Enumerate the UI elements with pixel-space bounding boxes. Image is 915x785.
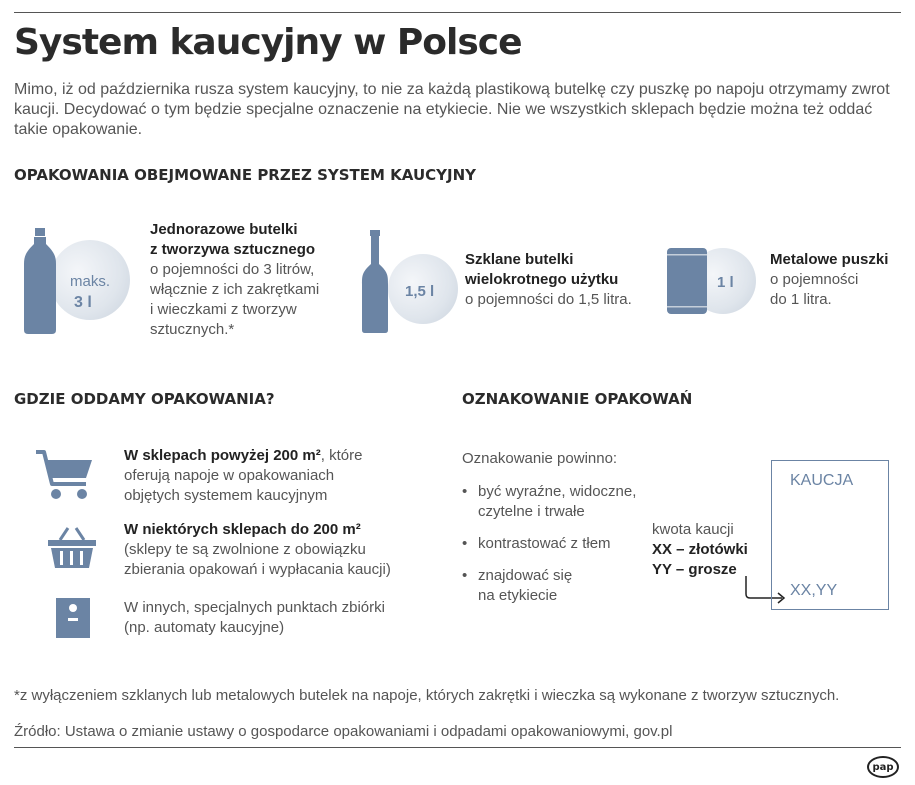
marking-lead: Oznakowanie powinno: (462, 450, 618, 467)
arrow-right-icon (745, 576, 786, 604)
glass-badge-value: 1,5 l (405, 283, 435, 300)
can-desc-line2: do 1 litra. (770, 291, 832, 308)
plastic-title-line1: Jednorazowe butelki (150, 221, 298, 238)
plastic-badge-value: 3 l (74, 294, 92, 311)
plastic-bottle-icon (24, 228, 56, 334)
deposit-label-box (771, 460, 889, 610)
plastic-desc-line2: włącznie z ich zakrętkami (150, 281, 320, 298)
marking-bullet3-line1: znajdować się (478, 567, 573, 584)
page-title: System kaucyjny w Polsce (14, 22, 523, 63)
glass-description: Szklane butelki wielokrotnego użytku o p… (465, 250, 632, 310)
can-desc-line1: o pojemności (770, 271, 859, 288)
where-item3-line1: W innych, specjalnych punktach zbiórki (124, 599, 385, 616)
deposit-label-title: KAUCJA (790, 472, 854, 489)
marking-bullet1-line1: być wyraźne, widoczne, (478, 483, 637, 500)
where-item-large-stores: W sklepach powyżej 200 m², które oferują… (124, 446, 362, 506)
shopping-basket-icon (48, 527, 96, 568)
top-rule (14, 12, 901, 13)
glass-desc-line1: o pojemności do 1,5 litra. (465, 291, 632, 308)
amount-yy: YY – grosze (652, 561, 737, 578)
where-item1-rest: , które (320, 447, 363, 464)
glass-badge-circle (388, 254, 458, 324)
section-marking-heading: OZNAKOWANIE OPAKOWAŃ (462, 390, 693, 408)
glass-title-line2: wielokrotnego użytku (465, 271, 619, 288)
list-item: znajdować się na etykiecie (460, 566, 660, 606)
can-badge-value: 1 l (717, 274, 734, 291)
where-item1-bold: W sklepach powyżej 200 m² (124, 447, 321, 464)
plastic-title-line2: z tworzywa sztucznego (150, 241, 316, 258)
section-where-heading: GDZIE ODDAMY OPAKOWANIA? (14, 390, 275, 408)
list-item: kontrastować z tłem (460, 534, 660, 554)
amount-xx: XX – złotówki (652, 541, 748, 558)
where-item1-line2: oferują napoje w opakowaniach (124, 467, 335, 484)
deposit-label-value: XX,YY (790, 582, 838, 599)
can-description: Metalowe puszki o pojemności do 1 litra. (770, 250, 888, 310)
plastic-badge-circle (50, 240, 130, 320)
where-item1-line3: objętych systemem kaucyjnym (124, 487, 328, 504)
section-packaging-heading: OPAKOWANIA OBEJMOWANE PRZEZ SYSTEM KAUCY… (14, 166, 476, 184)
where-item2-line2: (sklepy te są zwolnione z obowiązku (124, 541, 366, 558)
source-text: Źródło: Ustawa o zmianie ustawy o gospod… (14, 723, 673, 740)
plastic-badge-top: maks. (70, 273, 111, 290)
where-item3-line2: (np. automaty kaucyjne) (124, 619, 285, 636)
shopping-cart-icon (36, 450, 92, 499)
deposit-amount-legend: kwota kaucji XX – złotówki YY – grosze (652, 520, 748, 580)
plastic-desc-line4: sztucznych.* (150, 321, 235, 338)
pap-logo: pap (867, 756, 899, 778)
bottom-rule (14, 747, 901, 748)
can-title-line1: Metalowe puszki (770, 251, 889, 268)
amount-label: kwota kaucji (652, 521, 734, 538)
where-item2-bold: W niektórych sklepach do 200 m² (124, 521, 361, 538)
marking-bullet1-line2: czytelne i trwałe (478, 503, 585, 520)
where-item2-line3: zbierania opakowań i wypłacania kaucji) (124, 561, 391, 578)
glass-bottle-icon (362, 230, 388, 333)
list-item: być wyraźne, widoczne, czytelne i trwałe (460, 482, 660, 522)
glass-title-line1: Szklane butelki (465, 251, 574, 268)
marking-bullet3-line2: na etykiecie (478, 587, 558, 604)
intro-text: Mimo, iż od października rusza system ka… (14, 81, 890, 138)
where-item-small-stores: W niektórych sklepach do 200 m² (sklepy … (124, 520, 391, 580)
plastic-desc-line3: i wieczkami z tworzyw (150, 301, 297, 318)
plastic-description: Jednorazowe butelki z tworzywa sztuczneg… (150, 220, 319, 340)
footnote: *z wyłączeniem szklanych lub metalowych … (14, 687, 840, 704)
marking-requirements-list: być wyraźne, widoczne,czytelne i trwałe … (460, 482, 660, 618)
can-icon (667, 248, 707, 314)
plastic-desc-line1: o pojemności do 3 litrów, (150, 261, 315, 278)
deposit-machine-icon (56, 598, 90, 638)
where-item-collection-points: W innych, specjalnych punktach zbiórki (… (124, 598, 385, 638)
marking-bullet2: kontrastować z tłem (478, 535, 611, 552)
